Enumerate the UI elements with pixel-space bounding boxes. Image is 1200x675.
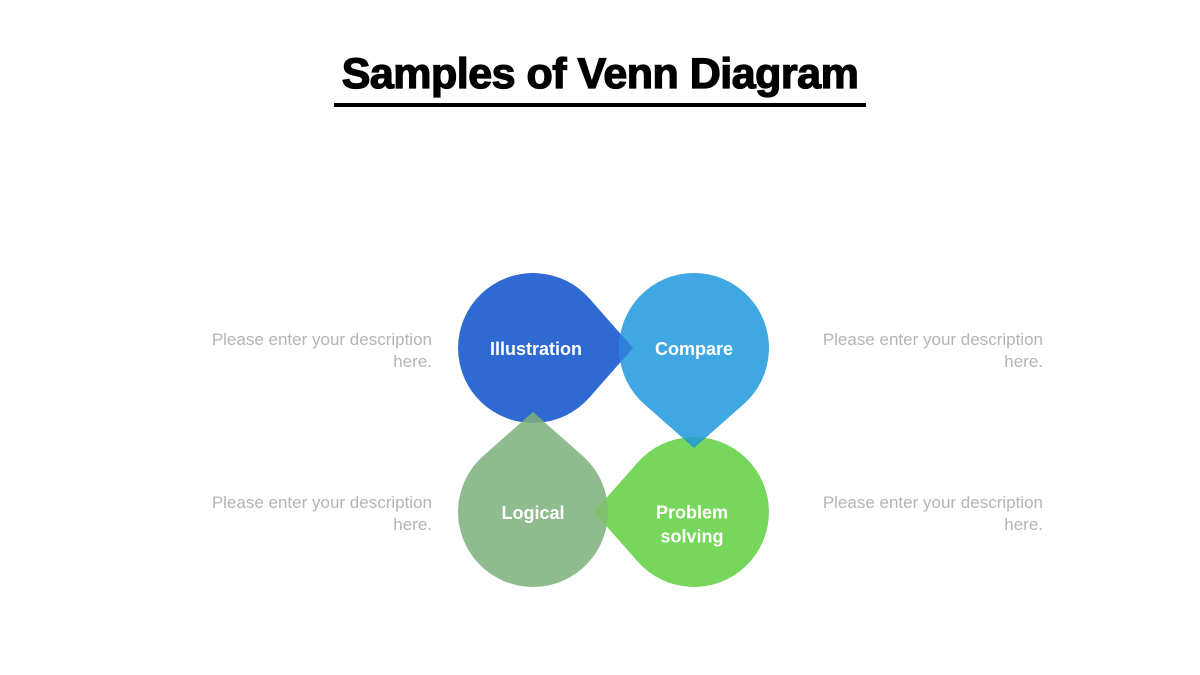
venn-shape-illustration[interactable] [458, 273, 633, 424]
venn-label-logical: Logical [501, 502, 565, 523]
description-placeholder-bottom-left[interactable]: Please enter your description here. [211, 493, 432, 534]
venn-shape-compare[interactable] [619, 273, 770, 448]
venn-label-compare: Compare [654, 338, 734, 359]
description-placeholder-top-right[interactable]: Please enter your description here. [822, 330, 1043, 371]
venn-label-problem-solving: Problem solving [655, 502, 729, 547]
venn-shape-logical[interactable] [457, 412, 608, 587]
slide-title: Samples of Venn Diagram [333, 49, 867, 107]
description-placeholder-bottom-right[interactable]: Please enter your description here. [822, 493, 1043, 534]
title-container: Samples of Venn Diagram [0, 49, 1200, 107]
venn-label-illustration: Illustration [489, 338, 583, 359]
venn-shape-problem-solving[interactable] [594, 436, 769, 587]
description-placeholder-top-left[interactable]: Please enter your description here. [211, 330, 432, 371]
